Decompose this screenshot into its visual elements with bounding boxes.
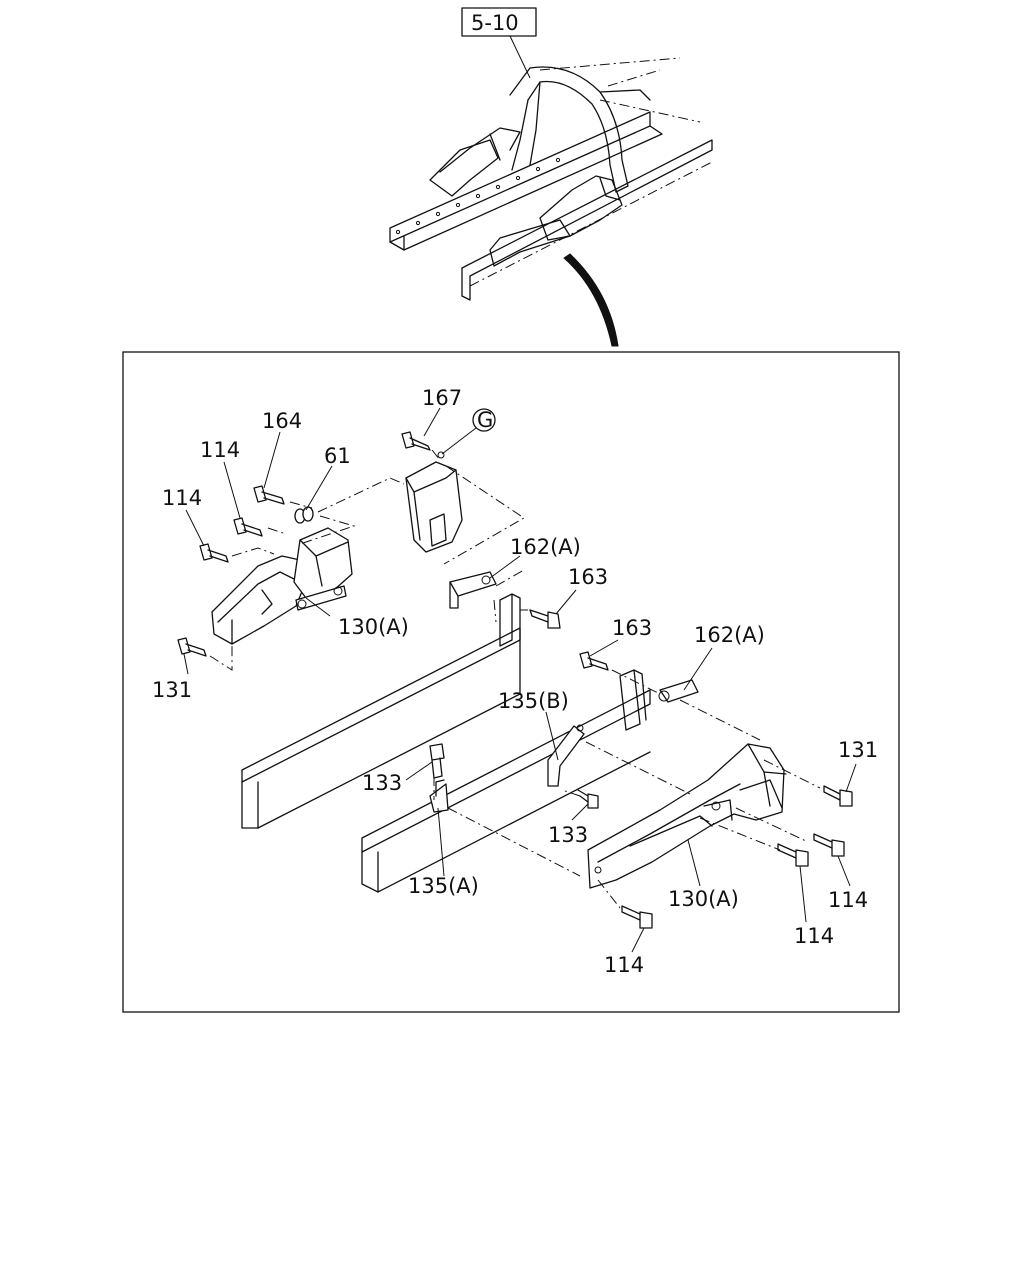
part-label-164[interactable]: 164 [262, 409, 302, 433]
plate-162a-upper[interactable] [449, 571, 497, 609]
part-label-114[interactable]: 114 [794, 924, 834, 948]
right-bracket-130a[interactable] [587, 743, 787, 889]
part-label-135b[interactable]: 135(B) [498, 689, 569, 713]
bolt-131-left[interactable] [177, 637, 207, 657]
bolt-114-bottom[interactable] [621, 905, 653, 929]
assembly-lines [209, 449, 821, 909]
part-label-131[interactable]: 131 [152, 678, 192, 702]
detail-view-frame [122, 351, 900, 1013]
part-label-114[interactable]: 114 [604, 953, 644, 977]
part-label-162a[interactable]: 162(A) [694, 623, 765, 647]
bracket-135b[interactable] [547, 724, 585, 787]
bracket-135a[interactable] [429, 779, 449, 813]
part-label-135a[interactable]: 135(A) [408, 874, 479, 898]
bolt-133-lower[interactable] [577, 789, 599, 809]
part-labels: 167 164 114 61 114 162(A) 163 130(A) 131… [152, 386, 878, 977]
bolt-131-right[interactable] [823, 785, 853, 807]
callout-g[interactable]: G [472, 408, 496, 432]
plate-162a-lower[interactable] [619, 669, 699, 731]
upper-bracket[interactable] [405, 451, 463, 553]
bolt-164[interactable] [253, 485, 285, 505]
bolt-114-upper[interactable] [233, 517, 263, 537]
washer-61[interactable] [294, 506, 314, 524]
part-label-114[interactable]: 114 [200, 438, 240, 462]
bolt-133-vertical[interactable] [429, 743, 445, 779]
part-label-133[interactable]: 133 [548, 823, 588, 847]
part-label-114[interactable]: 114 [162, 486, 202, 510]
part-label-167[interactable]: 167 [422, 386, 462, 410]
part-label-130a[interactable]: 130(A) [668, 887, 739, 911]
part-label-162a[interactable]: 162(A) [510, 535, 581, 559]
bolt-114-right-lower[interactable] [777, 843, 809, 867]
leader-lines [183, 407, 857, 953]
upright-post-upper [499, 593, 521, 647]
reference-label: 5-10 [471, 11, 519, 35]
callout-g-label: G [477, 408, 493, 432]
part-label-61[interactable]: 61 [324, 444, 351, 468]
part-label-114[interactable]: 114 [828, 888, 868, 912]
part-label-130a[interactable]: 130(A) [338, 615, 409, 639]
part-label-131[interactable]: 131 [838, 738, 878, 762]
left-bracket-130a[interactable] [211, 527, 353, 645]
part-label-163[interactable]: 163 [612, 616, 652, 640]
bolt-114-left[interactable] [199, 543, 229, 563]
bolt-167[interactable] [401, 431, 431, 451]
part-label-133[interactable]: 133 [362, 771, 402, 795]
overview-frame-illustration: 5-10 [389, 7, 713, 347]
part-label-163[interactable]: 163 [568, 565, 608, 589]
bolt-163-upper[interactable] [529, 609, 561, 629]
reference-box[interactable] [461, 7, 537, 37]
frame-rails [241, 627, 651, 893]
bolt-163-lower[interactable] [579, 651, 609, 671]
bolt-114-right-upper[interactable] [813, 833, 845, 857]
